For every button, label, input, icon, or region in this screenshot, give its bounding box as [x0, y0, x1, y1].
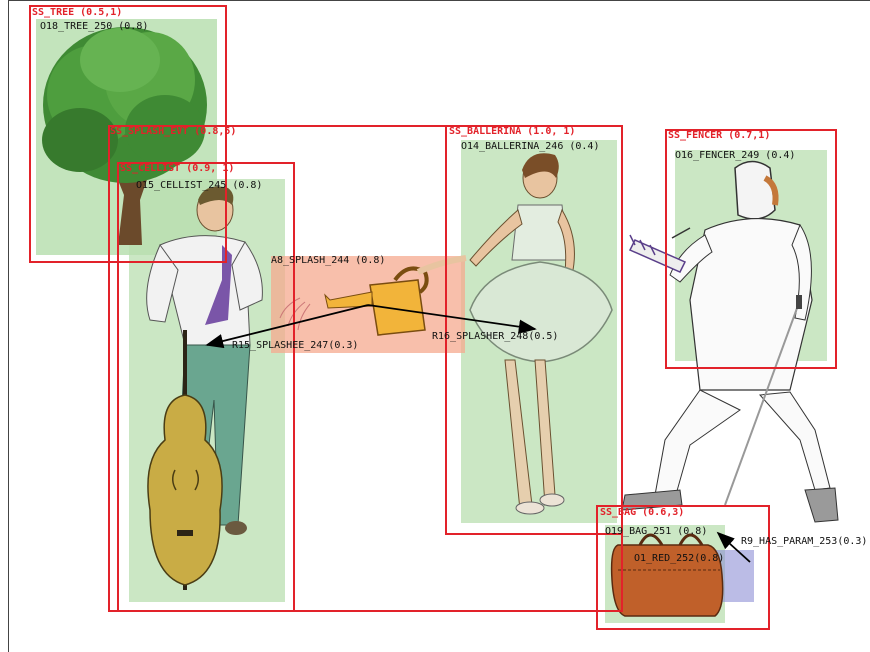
relation-splasher-label: R16_SPLASHER_248(0.5) [432, 332, 558, 342]
relation-has-param-label: R9_HAS_PARAM_253(0.3) [741, 537, 867, 547]
object-cellist-label: O15_CELLIST_245 (0.8) [136, 181, 262, 191]
attribute-red-label: O1_RED_252(0.8) [634, 554, 724, 564]
action-splash-label: A8_SPLASH_244 (0.8) [271, 256, 385, 266]
situation-fencer-label: SS_FENCER (0.7,1) [668, 131, 770, 141]
object-tree-label: O18_TREE_250 (0.8) [40, 22, 148, 32]
object-fencer-label: O16_FENCER_249 (0.4) [675, 151, 795, 161]
relation-splashee-label: R15_SPLASHEE_247(0.3) [232, 341, 358, 351]
splasher-arrow [368, 305, 535, 329]
situation-bag-label: SS_BAG (0.6,3) [600, 508, 684, 518]
situation-tree-label: SS_TREE (0.5,1) [32, 8, 122, 18]
situation-splash-evt-label: SS_SPLASH_EVT (0.8,5) [110, 127, 236, 137]
situation-cellist-label: SS_CELLIST (0.9, 1) [120, 164, 234, 174]
splashee-arrow [207, 305, 368, 345]
object-ballerina-label: O14_BALLERINA_246 (0.4) [461, 142, 599, 152]
object-bag-label: O19_BAG_251 (0.8) [605, 527, 707, 537]
situation-ballerina-label: SS_BALLERINA (1.0, 1) [449, 127, 575, 137]
